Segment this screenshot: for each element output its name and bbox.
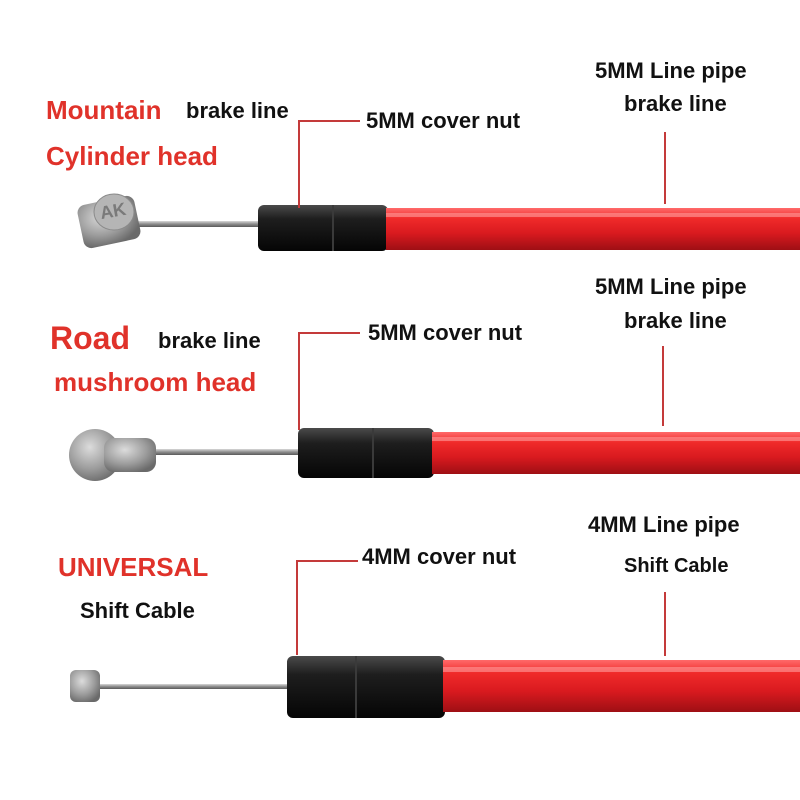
mountain-line-label: brake line — [186, 98, 289, 123]
road-line-label: brake line — [158, 328, 261, 353]
road-cable — [69, 428, 800, 481]
mountain-cable — [77, 193, 800, 251]
road-nut-label: 5MM cover nut — [368, 320, 523, 345]
universal-pipe-leader — [664, 592, 666, 656]
road-nut-leader-h — [298, 332, 360, 334]
mountain-pipe-leader — [664, 132, 666, 204]
road-ferrule — [298, 428, 434, 478]
universal-cable — [70, 656, 800, 718]
universal-ferrule — [287, 656, 445, 718]
universal-nut-label: 4MM cover nut — [362, 544, 517, 569]
mountain-type-label: Mountain — [46, 95, 162, 125]
universal-pipe-label: 4MM Line pipe — [588, 512, 740, 537]
mountain-cylinder-head — [77, 193, 141, 249]
universal-pipe-sub-label: Shift Cable — [624, 555, 729, 577]
mountain-nut-label: 5MM cover nut — [366, 108, 521, 133]
road-type-label: Road — [50, 320, 130, 356]
universal-nut-leader-v — [296, 560, 298, 655]
mountain-nut-leader-v — [298, 120, 300, 208]
universal-type-label: UNIVERSAL — [58, 552, 209, 582]
universal-nut-leader-h — [296, 560, 358, 562]
head-stamp: AK — [98, 198, 128, 224]
road-pipe-sub-label: brake line — [624, 308, 727, 333]
road-pipe-leader — [662, 346, 664, 426]
mountain-ferrule — [258, 205, 388, 251]
road-head-label: mushroom head — [54, 367, 257, 397]
road-mushroom-head — [69, 429, 156, 481]
road-pipe-label: 5MM Line pipe — [595, 274, 747, 299]
mountain-nut-leader-h — [298, 120, 360, 122]
mountain-pipe-sub-label: brake line — [624, 91, 727, 116]
universal-wire — [92, 684, 302, 689]
mountain-pipe-label: 5MM Line pipe — [595, 58, 747, 83]
universal-head — [70, 670, 100, 702]
road-wire — [140, 449, 310, 455]
mountain-wire — [130, 221, 270, 227]
mountain-head-label: Cylinder head — [46, 141, 218, 171]
road-nut-leader-v — [298, 332, 300, 430]
universal-cable-label: Shift Cable — [80, 598, 195, 623]
